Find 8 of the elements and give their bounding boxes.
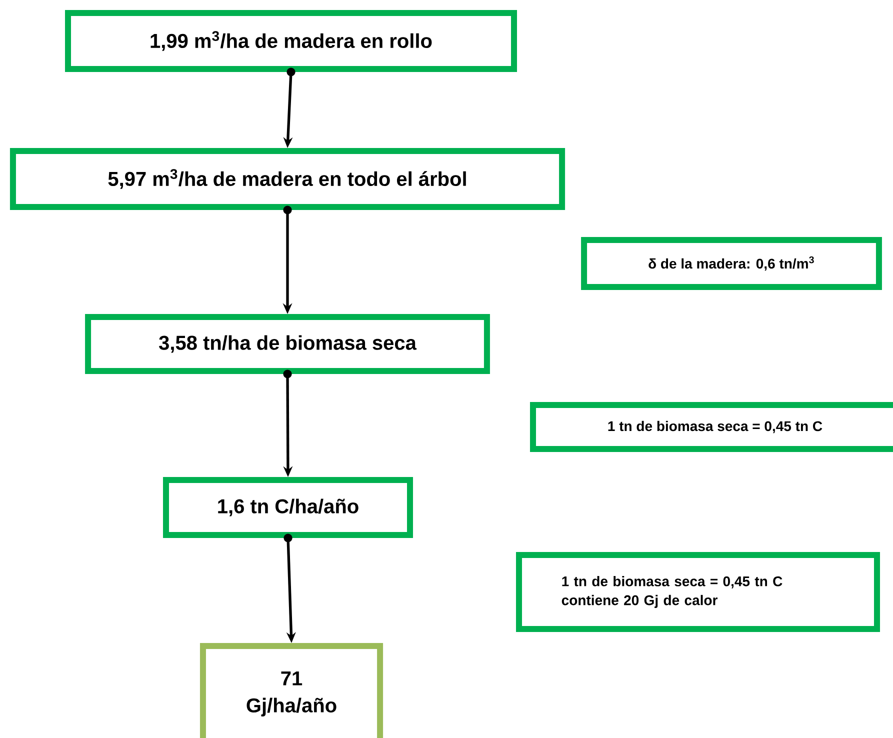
result-box: 71 Gj/ha/año [200,643,384,738]
process-box: 3,58 tn/ha de biomasa seca [85,314,490,374]
process-box: 1,99 m$^{3}$/ha de madera en rollo [65,10,517,72]
process-box: 1,6 tn C/ha/año [163,477,413,538]
note-box: 1 tn de biomasa seca = 0,45 tn C contiene 20 Gj de calor [516,552,880,632]
process-box: 5,97 m$^{3}$/ha de madera en todo el árbol [10,148,566,210]
note-box: 1 tn de biomasa seca = 0,45 tn C [530,402,893,452]
note-box: δ de la madera: 0,6 tn/m$^{3}$ [581,237,882,290]
